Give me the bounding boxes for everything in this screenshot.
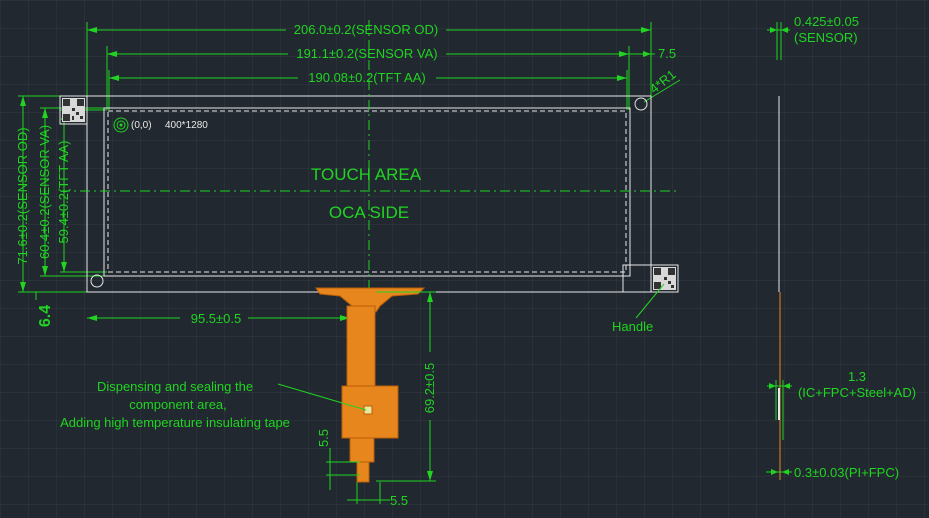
offset-right-label: 7.5 (658, 46, 676, 61)
sensor-thickness-note: (SENSOR) (794, 30, 858, 45)
resolution-label: 400*1280 (165, 120, 208, 131)
origin-marker-icon (113, 117, 129, 133)
sensor-od-height-label: 71.6±0.2(SENSOR OD) (15, 127, 30, 264)
dim-fpc-length: 69.2±0.5 (376, 291, 437, 482)
dim-pi-thickness: 0.3±0.03(PI+FPC) (766, 465, 899, 480)
dim-offset-right: 7.5 (629, 46, 676, 61)
dim-sensor-va-height: 60.4±0.2(SENSOR VA) (37, 107, 107, 277)
dim-fpc-position: 95.5±0.5 (87, 311, 350, 326)
sensor-od-width-label: 206.0±0.2(SENSOR OD) (294, 22, 438, 37)
handle-label: Handle (612, 319, 653, 334)
sensor-va-width-label: 191.1±0.2(SENSOR VA) (296, 46, 437, 61)
hole-bottom-left (90, 274, 104, 288)
offset-left-label: 6.4 (37, 305, 54, 327)
dim-sensor-od-height: 71.6±0.2(SENSOR OD) (15, 95, 87, 293)
dim-sensor-thickness: 0.425±0.05 (SENSOR) (767, 14, 859, 60)
fpc-cable (315, 287, 426, 483)
stiffener-height-label: 5.5 (316, 429, 331, 447)
note-line-3: Adding high temperature insulating tape (60, 415, 290, 430)
fpc-position-label: 95.5±0.5 (191, 311, 242, 326)
dim-corner-radius: 4*R1 (643, 67, 681, 103)
dim-stiffener-height: 5.5 (316, 429, 360, 490)
side-view (775, 96, 784, 480)
dim-ic-thickness: 1.3 (IC+FPC+Steel+AD) (767, 369, 916, 400)
oca-side-label: OCA SIDE (329, 203, 409, 222)
hole-top-right (634, 97, 648, 111)
ic-thickness-note: (IC+FPC+Steel+AD) (798, 385, 916, 400)
tft-aa-height-label: 59.4±0.2(TFT AA) (56, 141, 71, 244)
ic-chip-icon (363, 405, 373, 415)
sensor-va-height-label: 60.4±0.2(SENSOR VA) (37, 125, 52, 259)
qr-code-icon-bottom-right (653, 267, 676, 290)
note-line-1: Dispensing and sealing the (97, 379, 253, 394)
touch-area-label: TOUCH AREA (311, 165, 422, 184)
dim-stiffener-width: 5.5 (347, 482, 408, 508)
tft-aa-width-label: 190.08±0.2(TFT AA) (308, 70, 425, 85)
sensor-thickness-label: 0.425±0.05 (794, 14, 859, 29)
dim-tft-aa-width: 190.08±0.2(TFT AA) (108, 70, 628, 110)
process-note: Dispensing and sealing the component are… (60, 379, 367, 430)
pi-thickness-label: 0.3±0.03(PI+FPC) (794, 465, 899, 480)
note-line-2: component area, (129, 397, 227, 412)
dim-offset-left: 6.4 (35, 292, 54, 327)
fpc-length-label: 69.2±0.5 (422, 363, 437, 414)
dim-sensor-va-width: 191.1±0.2(SENSOR VA) (106, 46, 630, 110)
origin-label: (0,0) (131, 120, 152, 131)
handle-leader (635, 283, 665, 319)
stiffener-width-label: 5.5 (390, 493, 408, 508)
ic-thickness-value: 1.3 (848, 369, 866, 384)
qr-code-icon-top-left (62, 98, 85, 122)
dim-sensor-od-width: 206.0±0.2(SENSOR OD) (86, 22, 652, 96)
